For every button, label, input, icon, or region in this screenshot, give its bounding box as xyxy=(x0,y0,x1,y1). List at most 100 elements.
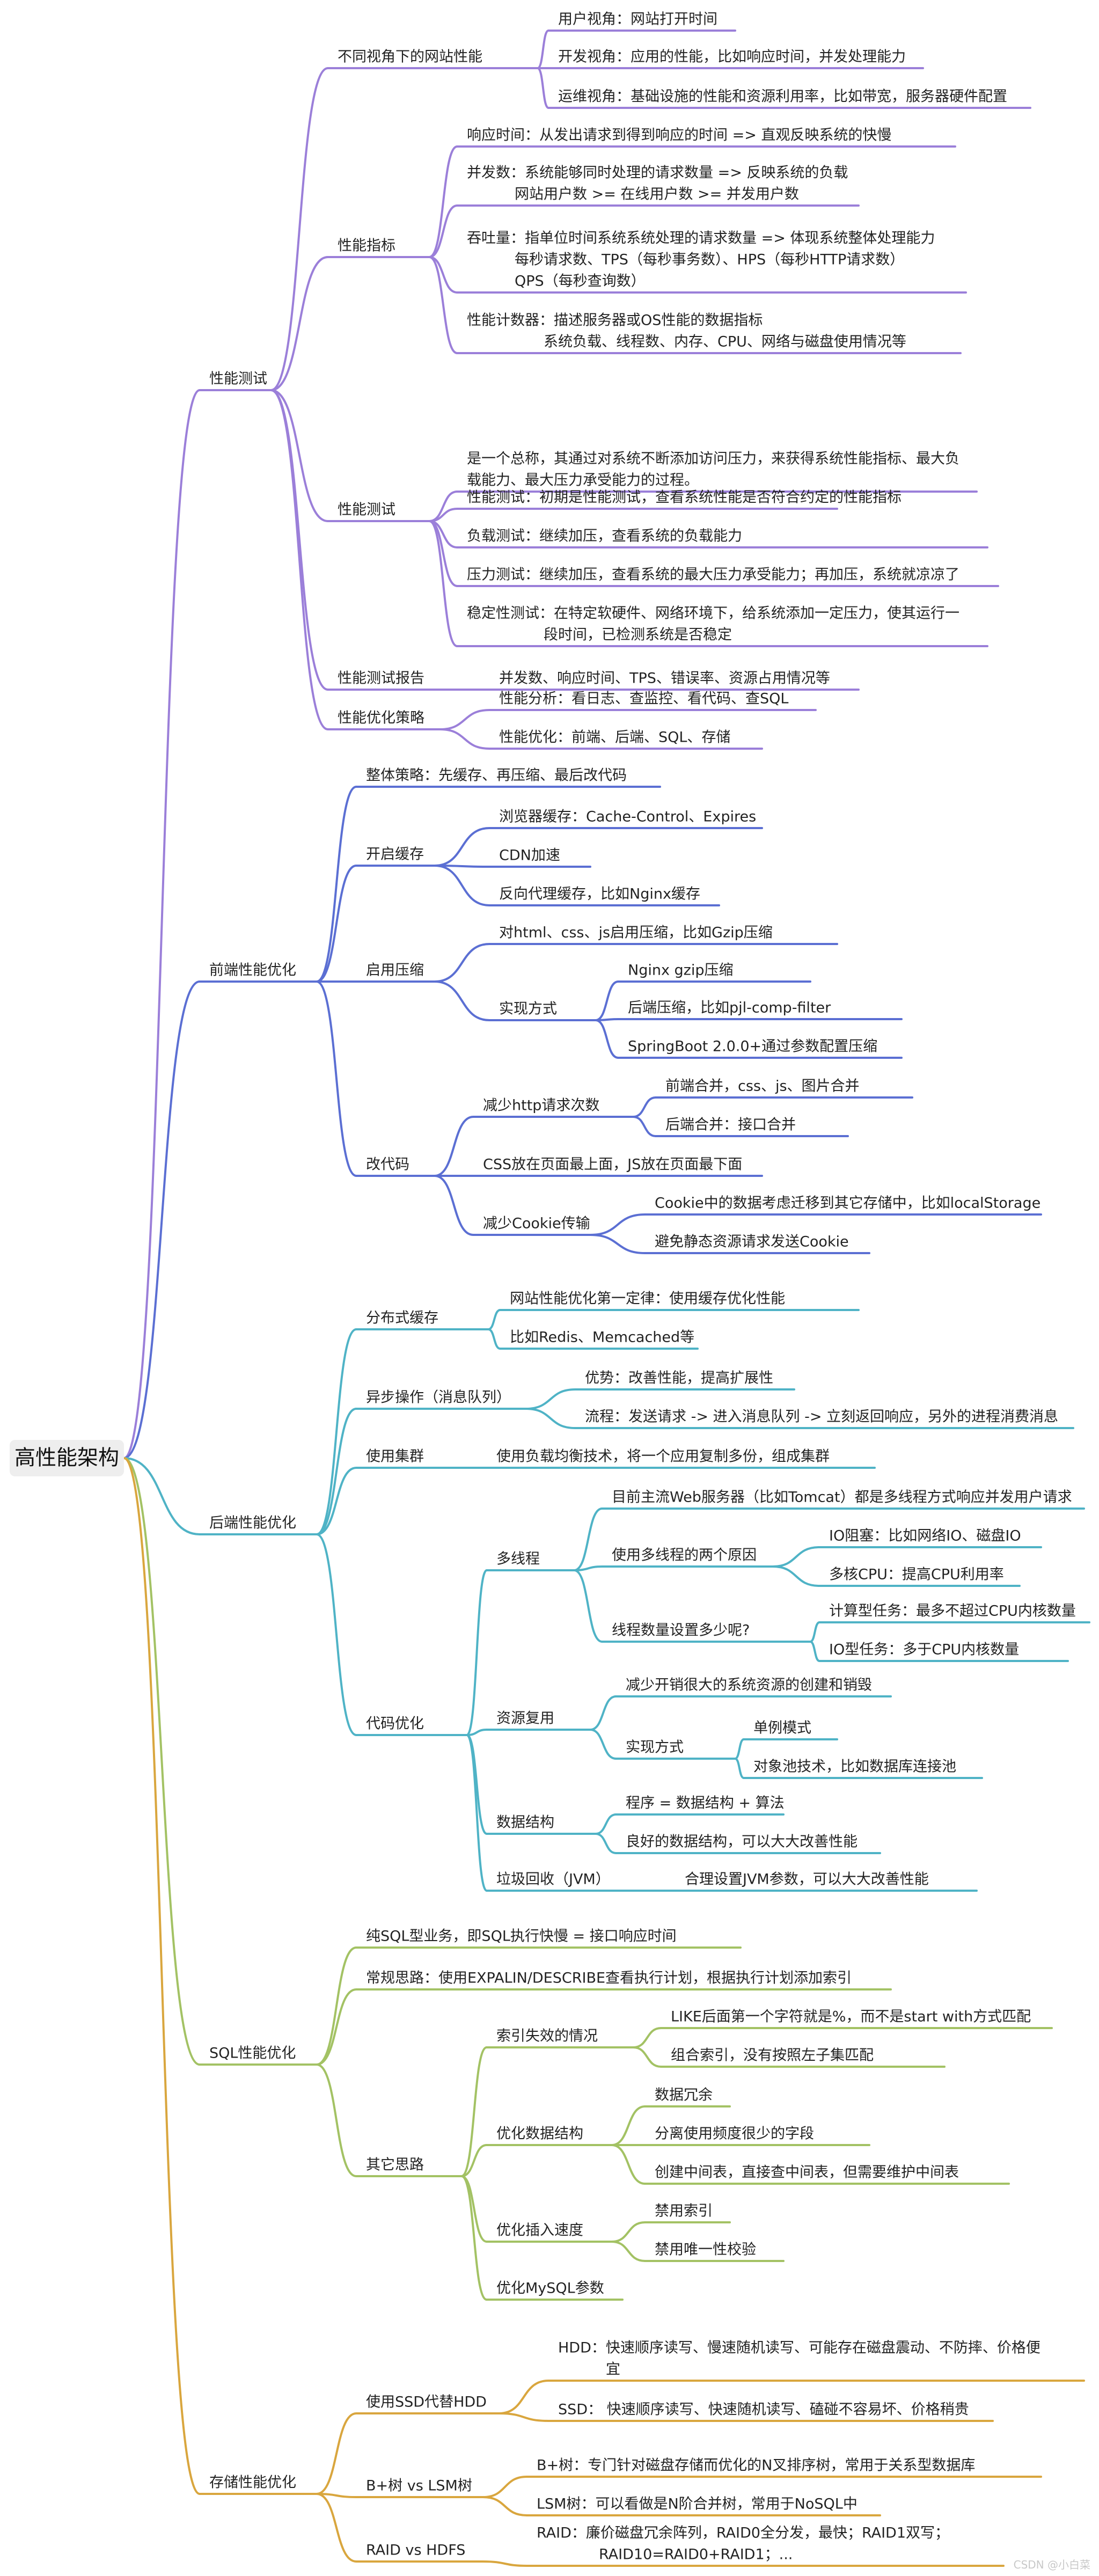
topic-node[interactable]: 索引失效的情况 xyxy=(496,2028,598,2045)
topic-node[interactable]: IO型任务：多于CPU内核数量 xyxy=(829,1642,1019,1658)
topic-node[interactable]: 线程数量设置多少呢? xyxy=(612,1622,750,1639)
topic-node[interactable]: 常规思路：使用EXPALIN/DESCRIBE查看执行计划，根据执行计划添加索引 xyxy=(366,1970,852,1987)
topic-node[interactable]: 流程：发送请求 -> 进入消息队列 -> 立刻返回响应，另外的进程消费消息 xyxy=(585,1409,1058,1425)
topic-node[interactable]: 并发数、响应时间、TPS、错误率、资源占用情况等 xyxy=(499,670,830,687)
topic-node[interactable]: 实现方式 xyxy=(499,1001,557,1018)
topic-node[interactable]: 分布式缓存 xyxy=(366,1310,438,1327)
topic-node[interactable]: 使用SSD代替HDD xyxy=(366,2394,487,2411)
topic-node[interactable]: LIKE后面第一个字符就是%，而不是start with方式匹配 xyxy=(671,2009,1031,2025)
topic-node[interactable]: 后端压缩，比如pjl-comp-filter xyxy=(628,1000,831,1016)
topic-node[interactable]: 对象池技术，比如数据库连接池 xyxy=(753,1759,956,1775)
topic-node[interactable]: 数据结构 xyxy=(496,1814,554,1831)
topic-node[interactable]: 优势：改善性能，提高扩展性 xyxy=(585,1370,773,1387)
topic-node[interactable]: 运维视角：基础设施的性能和资源利用率，比如带宽，服务器硬件配置 xyxy=(558,89,1007,105)
topic-node[interactable]: 资源复用 xyxy=(496,1710,554,1727)
topic-node[interactable]: 优化数据结构 xyxy=(496,2126,583,2142)
topic-node[interactable]: 对html、css、js启用压缩，比如Gzip压缩 xyxy=(499,925,773,941)
topic-node[interactable]: 开启缓存 xyxy=(366,846,424,863)
topic-node[interactable]: 后端合并：接口合并 xyxy=(665,1117,796,1133)
topic-node[interactable]: 优化插入速度 xyxy=(496,2222,583,2239)
topic-node[interactable]: 性能测试 xyxy=(338,502,395,518)
topic-node[interactable]: LSM树：可以看做是N阶合并树，常用于NoSQL中 xyxy=(537,2496,858,2513)
topic-node[interactable]: B+树 vs LSM树 xyxy=(366,2478,472,2494)
topic-node[interactable]: 垃圾回收（JVM） xyxy=(496,1871,610,1888)
topic-node[interactable]: 减少http请求次数 xyxy=(483,1097,599,1114)
topic-node[interactable]: 浏览器缓存：Cache-Control、Expires xyxy=(499,809,756,825)
topic-node[interactable]: 改代码 xyxy=(366,1157,409,1173)
topic-node[interactable]: 存储性能优化 xyxy=(209,2475,296,2491)
topic-node[interactable]: 代码优化 xyxy=(366,1716,424,1732)
topic-node[interactable]: 前端性能优化 xyxy=(209,962,296,979)
topic-node[interactable]: 组合索引，没有按照左子集匹配 xyxy=(671,2047,874,2064)
topic-node[interactable]: 后端性能优化 xyxy=(209,1515,296,1532)
topic-node[interactable]: 压力测试：继续加压，查看系统的最大压力承受能力；再加压，系统就凉凉了 xyxy=(467,567,959,583)
topic-node[interactable]: 异步操作（消息队列） xyxy=(366,1389,511,1406)
topic-node[interactable]: 是一个总称，其通过对系统不断添加访问压力，来获得系统性能指标、最大负载能力、最大… xyxy=(467,451,959,489)
topic-node[interactable]: 吞吐量：指单位时间系统系统处理的请求数量 => 体现系统整体处理能力每秒请求数、… xyxy=(467,230,935,290)
topic-node[interactable]: 使用多线程的两个原因 xyxy=(612,1547,757,1564)
topic-node[interactable]: 禁用唯一性校验 xyxy=(655,2242,756,2258)
topic-node[interactable]: CDN加速 xyxy=(499,847,560,864)
topic-node[interactable]: SpringBoot 2.0.0+通过参数配置压缩 xyxy=(628,1038,877,1055)
topic-node[interactable]: 纯SQL型业务，即SQL执行快慢 = 接口响应时间 xyxy=(366,1928,677,1945)
topic-node[interactable]: 反向代理缓存，比如Nginx缓存 xyxy=(499,886,700,903)
topic-node[interactable]: 不同视角下的网站性能 xyxy=(338,49,482,65)
root-node[interactable]: 高性能架构 xyxy=(10,1440,124,1476)
topic-node[interactable]: 比如Redis、Memcached等 xyxy=(510,1329,694,1346)
topic-node[interactable]: 响应时间：从发出请求到得到响应的时间 => 直观反映系统的快慢 xyxy=(467,127,891,144)
topic-node[interactable]: 启用压缩 xyxy=(366,962,424,979)
topic-node[interactable]: 避免静态资源请求发送Cookie xyxy=(655,1234,849,1250)
topic-node[interactable]: SSD： 快速顺序读写、快速随机读写、磕碰不容易坏、价格稍贵 xyxy=(558,2402,969,2418)
topic-node[interactable]: 禁用索引 xyxy=(655,2203,713,2220)
topic-node[interactable]: 多线程 xyxy=(496,1551,540,1568)
topic-node[interactable]: 网站性能优化第一定律：使用缓存优化性能 xyxy=(510,1291,785,1307)
topic-node[interactable]: 性能测试报告 xyxy=(338,670,424,687)
topic-node[interactable]: 减少Cookie传输 xyxy=(483,1216,590,1232)
topic-node[interactable]: 目前主流Web服务器（比如Tomcat）都是多线程方式响应并发用户请求 xyxy=(612,1489,1072,1506)
topic-node[interactable]: 负载测试：继续加压，查看系统的负载能力 xyxy=(467,528,742,545)
topic-node[interactable]: 使用负载均衡技术，将一个应用复制多份，组成集群 xyxy=(496,1448,830,1465)
topic-node[interactable]: 实现方式 xyxy=(626,1739,684,1756)
topic-node[interactable]: B+树：专门针对磁盘存储而优化的N叉排序树，常用于关系型数据库 xyxy=(537,2457,975,2474)
topic-node[interactable]: IO阻塞：比如网络IO、磁盘IO xyxy=(829,1528,1021,1545)
topic-node[interactable]: Nginx gzip压缩 xyxy=(628,962,733,979)
topic-node[interactable]: 数据冗余 xyxy=(655,2087,713,2104)
topic-node[interactable]: 程序 = 数据结构 + 算法 xyxy=(626,1795,785,1812)
topic-node[interactable]: 创建中间表，直接查中间表，但需要维护中间表 xyxy=(655,2164,959,2181)
topic-node[interactable]: 性能优化：前端、后端、SQL、存储 xyxy=(499,729,730,746)
topic-node[interactable]: 性能分析：看日志、查监控、看代码、查SQL xyxy=(499,691,788,707)
topic-node[interactable]: 减少开销很大的系统资源的创建和销毁 xyxy=(626,1677,872,1694)
topic-label: 常规思路：使用EXPALIN/DESCRIBE查看执行计划，根据执行计划添加索引 xyxy=(366,1970,852,1987)
topic-node[interactable]: 性能优化策略 xyxy=(338,710,424,727)
topic-node[interactable]: 多核CPU：提高CPU利用率 xyxy=(829,1567,1004,1583)
topic-node[interactable]: 分离使用频度很少的字段 xyxy=(655,2126,814,2142)
topic-node[interactable]: 合理设置JVM参数，可以大大改善性能 xyxy=(685,1871,929,1888)
connector-line xyxy=(595,1833,617,1854)
topic-label: 索引失效的情况 xyxy=(496,2028,598,2045)
topic-node[interactable]: 单例模式 xyxy=(753,1720,811,1737)
topic-node[interactable]: 计算型任务：最多不超过CPU内核数量 xyxy=(829,1603,1076,1620)
topic-node[interactable]: SQL性能优化 xyxy=(209,2045,296,2062)
topic-node[interactable]: 性能测试 xyxy=(209,371,267,387)
topic-node[interactable]: 前端合并，css、js、图片合并 xyxy=(665,1078,860,1095)
topic-node[interactable]: 整体策略：先缓存、再压缩、最后改代码 xyxy=(366,767,627,784)
topic-node[interactable]: 使用集群 xyxy=(366,1448,424,1465)
topic-node[interactable]: 性能指标 xyxy=(338,238,395,254)
topic-node[interactable]: 良好的数据结构，可以大大改善性能 xyxy=(626,1834,858,1850)
topic-node[interactable]: RAID：廉价磁盘冗余阵列，RAID0全分发，最快；RAID1双写；RAID10… xyxy=(537,2525,949,2563)
topic-node[interactable]: RAID vs HDFS xyxy=(366,2542,465,2559)
topic-node[interactable]: 优化MySQL参数 xyxy=(496,2280,604,2297)
topic-label: 减少开销很大的系统资源的创建和销毁 xyxy=(626,1677,872,1694)
topic-node[interactable]: 开发视角：应用的性能，比如响应时间，并发处理能力 xyxy=(558,49,906,65)
topic-node[interactable]: 性能计数器：描述服务器或OS性能的数据指标系统负载、线程数、内存、CPU、网络与… xyxy=(467,312,906,350)
topic-node[interactable]: CSS放在页面最上面，JS放在页面最下面 xyxy=(483,1157,742,1173)
topic-node[interactable]: 性能测试：初期是性能测试，查看系统性能是否符合约定的性能指标 xyxy=(467,489,902,506)
topic-label: 存储性能优化 xyxy=(209,2475,296,2491)
topic-node[interactable]: 其它思路 xyxy=(366,2157,424,2174)
topic-node[interactable]: Cookie中的数据考虑迁移到其它存储中，比如localStorage xyxy=(655,1195,1041,1212)
connector-line xyxy=(487,1309,501,1330)
topic-node[interactable]: 用户视角：网站打开时间 xyxy=(558,11,717,28)
topic-node[interactable]: 稳定性测试：在特定软硬件、网络环境下，给系统添加一定压力，使其运行一段时间，已检… xyxy=(467,605,959,643)
